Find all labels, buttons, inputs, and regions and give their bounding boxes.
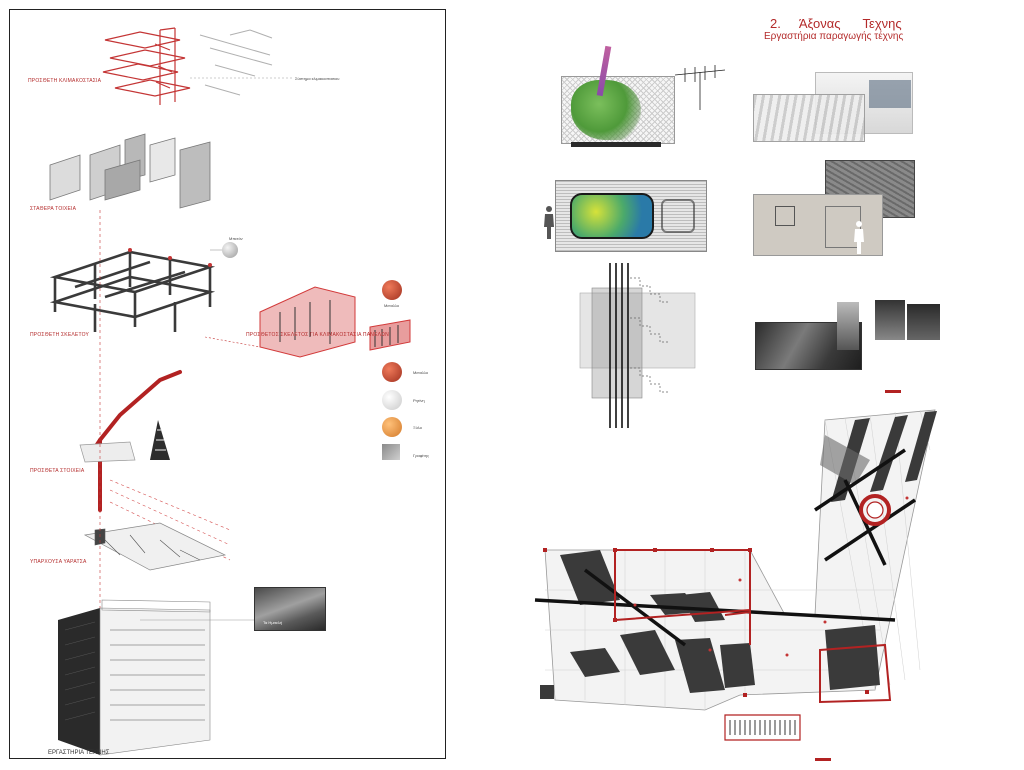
collage-dark-photos	[755, 290, 940, 370]
callout-stair-system: Σύστημα κλιμακοστασιου	[295, 76, 340, 81]
label-added-panel-frame: ΠΡΟΣΘΕΤΟΣ ΣΚΕΛΕΤΟΣ ΓΙΑ ΚΛΙΜΑΚΟΣΤΑΣΙΑ ΠΑΝ…	[246, 332, 389, 338]
red-panel-frame	[204, 286, 411, 358]
material-label-graphite: Γραφίτης	[413, 453, 430, 458]
section-number: 2.	[770, 16, 781, 31]
human-figure-icon	[854, 221, 864, 254]
section-title: 2. Άξονας Τεχνης	[770, 16, 902, 31]
fixed-elements-axonometric	[49, 133, 211, 209]
material-sphere-icon	[382, 362, 402, 382]
label-existing-roof: ΥΠΑΡΧΟΥΣΑ ΥΑΡΑΤΣΑ	[30, 559, 87, 565]
section-title-word-2: Τεχνης	[862, 16, 902, 31]
unfinished-photo	[254, 587, 326, 631]
label-added-stair: ΠΡΟΣΘΕΤΗ ΚΛΙΜΑΚΟΣΤΑΣΙΑ	[28, 78, 102, 84]
collage-graffiti-wall	[555, 180, 707, 252]
material-label-metal: Μεταλλο	[384, 303, 400, 308]
section-title-word-1: Άξονας	[798, 16, 841, 31]
label-added-frame: ΠΡΟΣΘΕΤΗ ΣΚΕΛΕΤΟΥ	[30, 332, 90, 338]
material-sphere-icon	[382, 390, 402, 410]
plan-axonometric	[534, 390, 937, 761]
collage-stair-grid	[579, 263, 696, 428]
material-sphere-icon	[222, 242, 238, 258]
collage-sketch-rooftop	[753, 72, 913, 142]
building-axonometric	[58, 210, 260, 756]
left-diagram-board: ΠΡΟΣΘΕΤΗ ΚΛΙΜΑΚΟΣΤΑΣΙΑ Σύστημα κλιμακοστ…	[9, 9, 446, 759]
collage-plants-fence	[553, 45, 675, 156]
material-label-resin: Ρητίνη	[413, 398, 425, 403]
section-subtitle: Εργαστήρια παραγωγής τέχνης	[764, 31, 904, 42]
material-label-concrete: Μπετόν	[229, 236, 243, 241]
crane-icon	[79, 370, 231, 561]
material-sphere-icon	[382, 280, 402, 300]
collage-gray-wall	[753, 160, 915, 256]
structural-frame-axonometric	[49, 248, 230, 332]
board-bottom-title: ΕΡΓΑΣΤΗΡΙΑ ΤΕΧΝΗΣ	[48, 750, 110, 756]
material-graphite-swatch	[382, 444, 400, 460]
material-label-metal-2: Μεταλλο	[413, 370, 429, 375]
existing-roof-axonometric	[83, 522, 227, 571]
antenna-icon	[674, 65, 726, 110]
material-sphere-icon	[382, 417, 402, 437]
label-added-elements: ΠΡΟΣΘΕΤΑ ΣΤΟΙΧΕΙΑ	[30, 468, 85, 474]
callout-unfinished: Τα Ημιτελή	[263, 620, 283, 625]
label-fixed-elements: ΣΤΑΘΕΡΑ ΤΟΙΧΕΙΑ	[30, 206, 77, 212]
human-figure-icon	[544, 206, 554, 239]
material-label-wood: Ξύλο	[413, 425, 422, 430]
stair-exploded-axonometric	[102, 27, 292, 105]
